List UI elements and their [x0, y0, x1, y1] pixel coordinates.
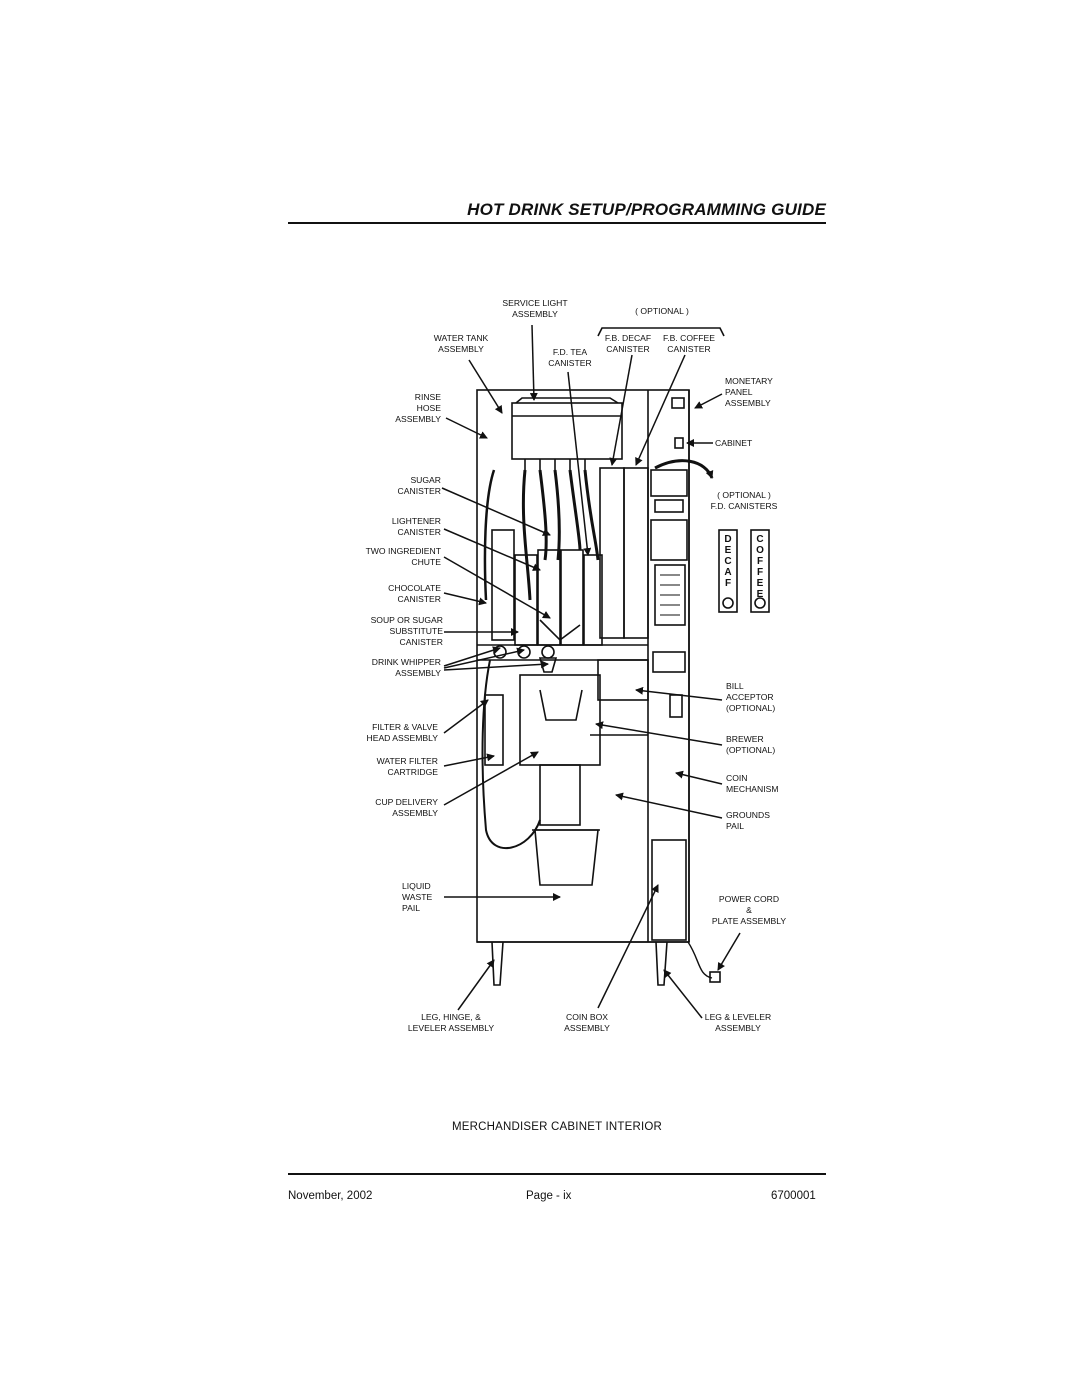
soup-sugar-canister-label: SOUP OR SUGAR SUBSTITUTE CANISTER: [370, 615, 443, 647]
service-light-label: SERVICE LIGHT ASSEMBLY: [502, 298, 568, 319]
footer-doc-number: 6700001: [771, 1190, 816, 1202]
coin-box-label: COIN BOX ASSEMBLY: [564, 1012, 610, 1033]
lightener-canister-label: LIGHTENER CANISTER: [391, 516, 441, 537]
decaf-vertical-label: D E C A F: [724, 534, 732, 589]
header-rule: [288, 222, 826, 224]
rinse-hose-label: RINSE HOSE ASSEMBLY: [395, 392, 441, 424]
grounds-pail-label: GROUNDS PAIL: [726, 810, 770, 831]
bill-acceptor-label: BILL ACCEPTOR (OPTIONAL): [726, 681, 776, 713]
brewer-label: BREWER (OPTIONAL): [726, 734, 776, 755]
leg-hinge-label: LEG, HINGE, & LEVELER ASSEMBLY: [407, 1012, 495, 1033]
drink-whipper-label: DRINK WHIPPER ASSEMBLY: [371, 657, 441, 678]
optional-fd-canisters-label: ( OPTIONAL ) F.D. CANISTERS: [710, 490, 778, 511]
fb-coffee-label: F.B. COFFEE CANISTER: [662, 333, 716, 354]
fb-decaf-label: F.B. DECAF CANISTER: [604, 333, 652, 354]
footer-date: November, 2002: [288, 1190, 373, 1202]
optional-top-label: ( OPTIONAL ): [635, 306, 689, 316]
fd-tea-label: F.D. TEA CANISTER: [548, 347, 592, 368]
cup-delivery-label: CUP DELIVERY ASSEMBLY: [375, 797, 438, 818]
monetary-panel-label: MONETARY PANEL ASSEMBLY: [725, 376, 773, 408]
water-tank-label: WATER TANK ASSEMBLY: [433, 333, 489, 354]
coin-mechanism-label: COIN MECHANISM: [726, 773, 779, 794]
power-cord-label: POWER CORD & PLATE ASSEMBLY: [711, 894, 787, 926]
two-ingredient-chute-label: TWO INGREDIENT CHUTE: [365, 546, 441, 567]
filter-valve-label: FILTER & VALVE HEAD ASSEMBLY: [366, 722, 438, 743]
cabinet-label: CABINET: [715, 438, 753, 448]
water-filter-label: WATER FILTER CARTRIDGE: [376, 756, 438, 777]
page-title: HOT DRINK SETUP/PROGRAMMING GUIDE: [467, 200, 826, 219]
leg-leveler-label: LEG & LEVELER ASSEMBLY: [704, 1012, 772, 1033]
figure-caption: MERCHANDISER CABINET INTERIOR: [451, 1121, 663, 1133]
footer-page: Page - ix: [526, 1190, 572, 1202]
sugar-canister-label: SUGAR CANISTER: [397, 475, 441, 496]
coffee-vertical-label: C O F F E E: [756, 534, 764, 600]
chocolate-canister-label: CHOCOLATE CANISTER: [388, 583, 441, 604]
footer-rule: [288, 1173, 826, 1175]
liquid-waste-label: LIQUID WASTE PAIL: [402, 881, 433, 913]
